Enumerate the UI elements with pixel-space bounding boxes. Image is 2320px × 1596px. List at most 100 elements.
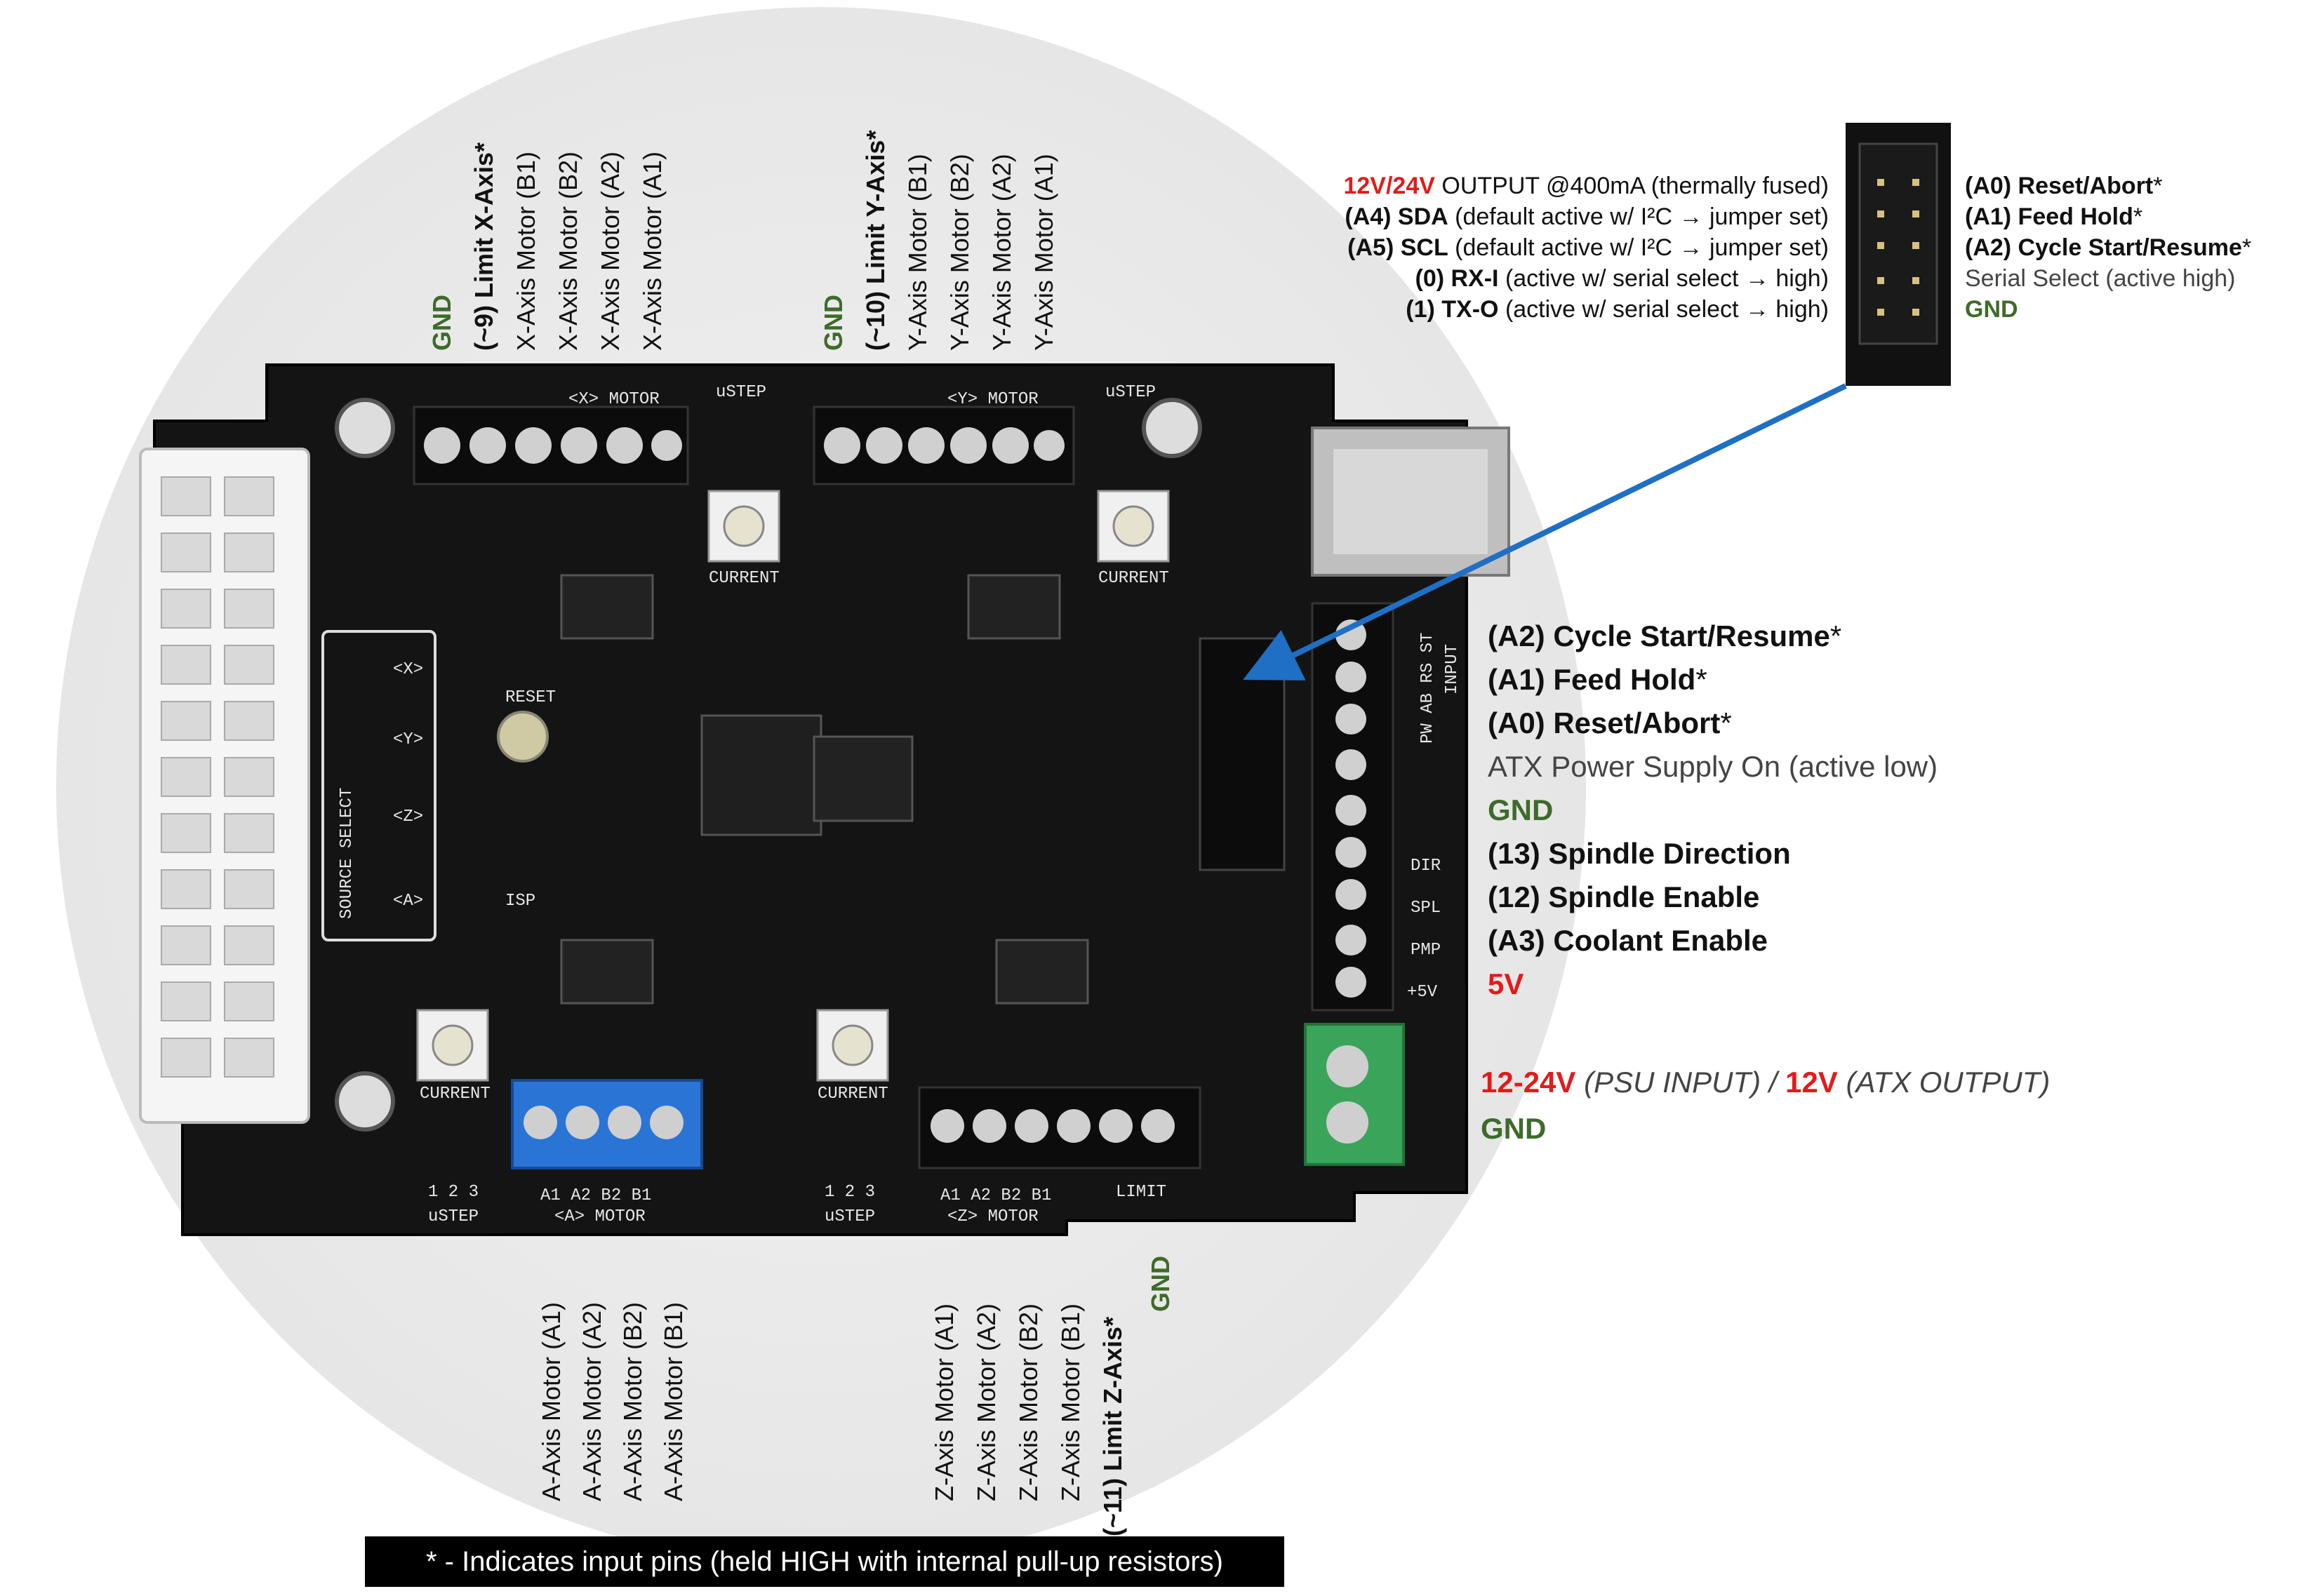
silk-pins-a: A1 A2 B2 B1 (540, 1186, 651, 1205)
header-closeup (1846, 123, 1951, 386)
x-motor-terminal (413, 405, 689, 485)
mounting-hole (335, 398, 395, 458)
terminal-line-6: (13) Spindle Direction (1488, 837, 1791, 870)
silk-gnd-y: <Y> (393, 730, 423, 749)
voltage-output: 12V/24V (1343, 173, 1435, 199)
header-right-line-5: GND (1965, 296, 2018, 323)
power-terminal (1304, 1023, 1405, 1166)
mounting-hole (335, 1071, 395, 1132)
silk-ustep-a: uSTEP (428, 1207, 479, 1226)
silk-gnd-z: <Z> (393, 807, 423, 826)
rx-label: (0) RX-I (1415, 265, 1499, 292)
header-left-line-1: 12V/24V OUTPUT @400mA (thermally fused) (1197, 174, 1829, 198)
x-b2-label: X-Axis Motor (B2) (554, 151, 582, 351)
silk-pmp: PMP (1411, 941, 1441, 960)
silk-pins-z: A1 A2 B2 B1 (940, 1186, 1051, 1205)
input-star: * (1695, 663, 1707, 696)
atx-text: (ATX OUTPUT) (1837, 1066, 2051, 1099)
terminal-labels: (A2) Cycle Start/Resume* (A1) Feed Hold*… (1488, 622, 1938, 1013)
silk-gnd-a: <A> (393, 892, 423, 911)
z-a1-label: Z-Axis Motor (A1) (930, 1303, 959, 1501)
header-right-labels: (A0) Reset/Abort* (A1) Feed Hold* (A2) C… (1965, 174, 2251, 321)
y-b2-label: Y-Axis Motor (B2) (945, 154, 974, 351)
header-left-line-5: (1) TX-O (active w/ serial select → high… (1197, 297, 1829, 321)
x-limit-label: (~9) Limit X-Axis* (469, 142, 498, 351)
silk-current-y: CURRENT (1098, 569, 1169, 588)
silk-current-a: CURRENT (420, 1085, 491, 1104)
usb-chip (813, 735, 914, 822)
x-a1-label: X-Axis Motor (A1) (638, 151, 667, 351)
z-b2-label: Z-Axis Motor (B2) (1014, 1303, 1043, 1501)
terminal-line-5: GND (1488, 793, 1554, 826)
silk-ustep-nums-a: 1 2 3 (428, 1183, 479, 1202)
silk-y-motor: <Y> MOTOR (947, 390, 1039, 409)
y-limit-label: (~10) Limit Y-Axis* (861, 130, 890, 351)
sda-label: (A4) SDA (1345, 203, 1448, 230)
header-left-4-text: (active w/ serial select → high) (1498, 265, 1829, 292)
a-b2-label: A-Axis Motor (B2) (618, 1301, 647, 1501)
input-star: * (2153, 173, 2163, 199)
silk-input: INPUT (1443, 644, 1462, 695)
t-cycle-start: (A2) Cycle Start/Resume (1488, 619, 1830, 652)
silk-current-x: CURRENT (709, 569, 780, 588)
z-motor-terminal (918, 1086, 1201, 1169)
footnote: * - Indicates input pins (held HIGH with… (365, 1536, 1284, 1587)
header-left-line-2: (A4) SDA (default active w/ I²C → jumper… (1197, 205, 1829, 229)
silk-reset: RESET (505, 688, 556, 707)
input-star: * (2133, 203, 2143, 230)
silk-dir: DIR (1411, 857, 1441, 876)
silk-5v: +5V (1407, 983, 1438, 1002)
scl-label: (A5) SCL (1347, 234, 1448, 261)
t-feed-hold: (A1) Feed Hold (1488, 663, 1696, 696)
silk-ustep-z: uSTEP (825, 1207, 875, 1226)
z-limit-label: (~11) Limit Z-Axis* (1098, 1316, 1127, 1536)
header-right-line-3: (A2) Cycle Start/Resume* (1965, 236, 2251, 260)
silk-z-motor: <Z> MOTOR (947, 1207, 1039, 1226)
header-left-1-text: OUTPUT @400mA (thermally fused) (1434, 173, 1829, 199)
header-right-line-2: (A1) Feed Hold* (1965, 205, 2251, 229)
silk-limit-z: LIMIT (1116, 1183, 1166, 1202)
cycle-start-label: (A2) Cycle Start/Resume (1965, 234, 2242, 261)
reset-abort-label: (A0) Reset/Abort (1965, 173, 2154, 199)
silk-current-z: CURRENT (818, 1085, 888, 1104)
pcb-board (139, 363, 1510, 1236)
control-terminal (1311, 602, 1394, 1012)
psu-voltage: 12-24V (1481, 1066, 1576, 1099)
terminal-line-3: (A0) Reset/Abort* (1488, 709, 1938, 752)
silk-ustep-x: uSTEP (716, 383, 766, 402)
a-a1-label: A-Axis Motor (A1) (537, 1301, 566, 1501)
board-header (1199, 637, 1286, 871)
input-star: * (1720, 706, 1732, 739)
header-left-line-3: (A5) SCL (default active w/ I²C → jumper… (1197, 236, 1829, 260)
z-gnd-label: GND (1146, 1256, 1175, 1312)
z-a2-label: Z-Axis Motor (A2) (972, 1303, 1001, 1501)
silk-gnd-x: <X> (393, 660, 423, 679)
silk-abort-row: PW AB RS ST (1418, 633, 1437, 744)
header-right-line-1: (A0) Reset/Abort* (1965, 174, 2251, 198)
header-left-3-text: (default active w/ I²C → jumper set) (1448, 234, 1829, 261)
x-gnd-label: GND (427, 295, 456, 351)
terminal-line-2: (A1) Feed Hold* (1488, 665, 1938, 709)
tx-label: (1) TX-O (1406, 296, 1499, 323)
header-left-labels: 12V/24V OUTPUT @400mA (thermally fused) … (1197, 174, 1829, 321)
silk-source-select: SOURCE SELECT (338, 788, 356, 919)
atx-voltage: 12V (1785, 1066, 1838, 1099)
terminal-line-1: (A2) Cycle Start/Resume* (1488, 622, 1938, 665)
feed-hold-label: (A1) Feed Hold (1965, 203, 2133, 230)
power-gnd-label: GND (1481, 1112, 1547, 1145)
input-star: * (2241, 234, 2252, 261)
silk-x-motor: <X> MOTOR (568, 390, 660, 409)
header-left-5-text: (active w/ serial select → high) (1498, 296, 1829, 323)
terminal-line-7: (12) Spindle Enable (1488, 880, 1760, 913)
silkscreen: RESET ISP <X> MOTOR <Y> MOTOR <A> MOTOR … (338, 383, 1462, 1226)
mounting-hole (1142, 398, 1202, 458)
y-motor-terminal (813, 405, 1075, 485)
y-a1-label: Y-Axis Motor (A1) (1029, 154, 1058, 351)
t-reset-abort: (A0) Reset/Abort (1488, 706, 1721, 739)
y-gnd-label: GND (819, 295, 848, 351)
z-b1-label: Z-Axis Motor (B1) (1056, 1303, 1085, 1501)
header-left-line-4: (0) RX-I (active w/ serial select → high… (1197, 267, 1829, 290)
a-motor-terminal (511, 1079, 703, 1169)
pointer-arrow (1243, 383, 1847, 680)
